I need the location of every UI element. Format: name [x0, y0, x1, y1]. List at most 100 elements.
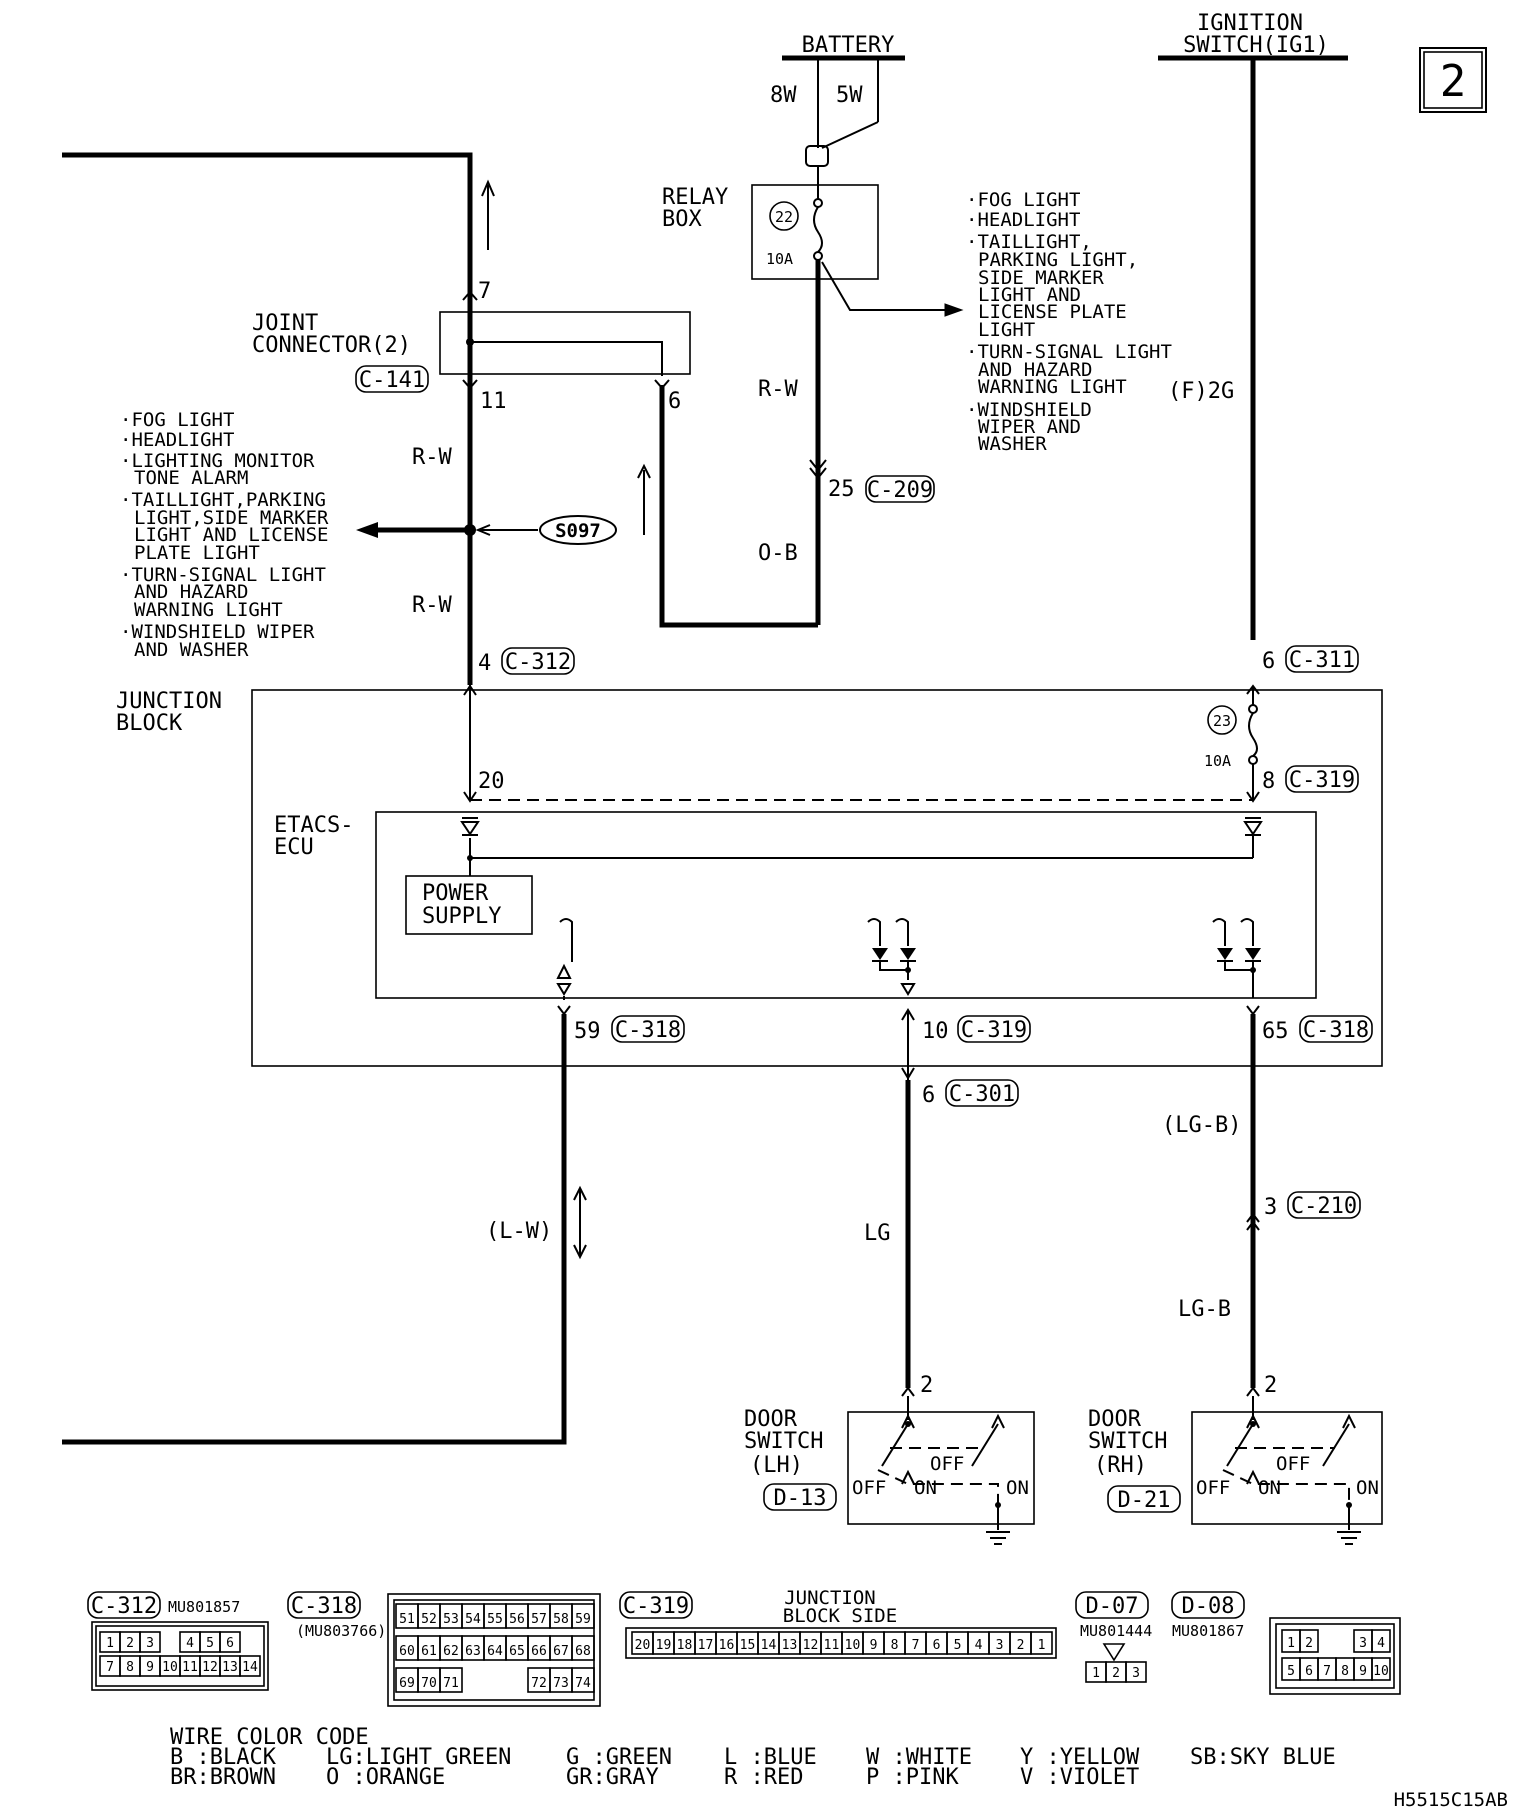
- connector-pin-label: 20: [635, 1638, 651, 1653]
- door-lh-code: D-13: [774, 1486, 827, 1511]
- connector-pin-label: 19: [656, 1638, 672, 1653]
- connector-pin-label: 8: [1341, 1664, 1349, 1679]
- connector-pin-label: 71: [443, 1676, 459, 1691]
- relay-load-item: ·TAILLIGHT,: [966, 231, 1092, 253]
- connector-pin-label: 58: [553, 1612, 569, 1627]
- connector-pin-label: 14: [761, 1638, 777, 1653]
- connector-pin-label: 5: [206, 1636, 214, 1651]
- door-lh-on2: ON: [1006, 1477, 1029, 1499]
- connector-pin-cell: [1030, 1631, 1053, 1655]
- c318-part: (MU803766): [296, 1622, 386, 1640]
- connector-pin-label: 60: [399, 1644, 415, 1659]
- color-code-item: Y :YELLOW: [1020, 1745, 1140, 1770]
- joint-pin-6: 6: [668, 389, 681, 414]
- color-code-item: B :BLACK: [170, 1745, 277, 1770]
- etacs-ecu-box: [375, 811, 1317, 999]
- left-load-item: WARNING LIGHT: [134, 599, 283, 621]
- connector-pin-label: 3: [1132, 1666, 1140, 1681]
- door-rh-on1: ON: [1258, 1477, 1281, 1499]
- relay-loads-arrow: [944, 303, 964, 317]
- c210-pin: 3: [1264, 1195, 1277, 1220]
- left-load-item: ·HEADLIGHT: [120, 429, 234, 451]
- door-lh-off1: OFF: [852, 1477, 886, 1499]
- c318-pin-59: 59: [574, 1019, 601, 1044]
- connector-pin-label: 7: [106, 1660, 114, 1675]
- connector-pin-label: 2: [126, 1636, 134, 1651]
- battery-label: BATTERY: [802, 33, 895, 58]
- door-rh-label-2: SWITCH: [1088, 1429, 1167, 1454]
- connector-pin-label: 55: [487, 1612, 503, 1627]
- connector-pin-label: 9: [1359, 1664, 1367, 1679]
- relay-wire-rw: R-W: [758, 377, 798, 402]
- connector-pin-label: 14: [242, 1660, 258, 1675]
- wire-lgb: LG-B: [1178, 1297, 1231, 1322]
- connector-pin-label: 12: [202, 1660, 218, 1675]
- connector-pin-label: 9: [870, 1638, 878, 1653]
- door-lh-pin: 2: [920, 1373, 933, 1398]
- door-lh-label-3: (LH): [750, 1453, 803, 1478]
- outer-loop-wire-top: [62, 152, 473, 310]
- connector-pin-label: 59: [575, 1612, 591, 1627]
- outer-loop-wire-bottom: [62, 1014, 567, 1445]
- d07-view-code: D-07: [1086, 1594, 1139, 1619]
- relay-load-item: LICENSE PLATE: [978, 301, 1127, 323]
- connector-pin-label: 1: [1287, 1636, 1295, 1651]
- door-lh-off2: OFF: [930, 1453, 964, 1475]
- relay-box: [751, 184, 879, 280]
- left-load-item: TONE ALARM: [134, 467, 248, 489]
- page-number-box: [1419, 47, 1487, 113]
- splice-tag: [539, 515, 617, 545]
- door-rh-label-1: DOOR: [1088, 1407, 1142, 1432]
- connector-pin-label: 1: [106, 1636, 114, 1651]
- connector-pin-label: 7: [1323, 1664, 1331, 1679]
- color-code-item: SB:SKY BLUE: [1190, 1745, 1336, 1770]
- door-rh-label-3: (RH): [1094, 1453, 1147, 1478]
- left-load-item: AND HAZARD: [134, 581, 248, 603]
- wire-lg: LG: [864, 1221, 891, 1246]
- connector-pin-label: 10: [162, 1660, 178, 1675]
- d07-part: MU801444: [1080, 1622, 1152, 1640]
- door-rh-on2: ON: [1356, 1477, 1379, 1499]
- left-load-item: PLATE LIGHT: [134, 542, 260, 564]
- relay-load-item: LIGHT AND: [978, 284, 1081, 306]
- connector-pin-label: 10: [1373, 1664, 1389, 1679]
- relay-load-item: WIPER AND: [978, 416, 1081, 438]
- color-code-item: BR:BROWN: [170, 1765, 276, 1790]
- connector-pin-label: 1: [1038, 1638, 1046, 1653]
- relay-load-item: LIGHT: [978, 319, 1035, 341]
- connector-pin-label: 4: [186, 1636, 194, 1651]
- connector-pin-cell: [1371, 1629, 1391, 1653]
- color-code-item: LG:LIGHT GREEN: [326, 1745, 511, 1770]
- relay-fuse-number: 22: [775, 208, 793, 226]
- connector-pin-label: 54: [465, 1612, 481, 1627]
- c312-pin: 4: [478, 651, 491, 676]
- power-supply-box: [405, 875, 533, 935]
- connector-pin-cell: [239, 1655, 261, 1677]
- connector-pin-label: 74: [575, 1676, 591, 1691]
- connector-pin-cell: [439, 1667, 463, 1693]
- jb-fuse-rating: 10A: [1204, 752, 1231, 770]
- door-rh-pin: 2: [1264, 1373, 1277, 1398]
- wire-color-code: WIRE COLOR CODE B :BLACK LG:LIGHT GREEN …: [170, 1725, 1336, 1790]
- junction-block-label-1: JUNCTION: [116, 689, 222, 714]
- c319-pin-10: 10: [922, 1019, 949, 1044]
- connector-pin-label: 15: [740, 1638, 756, 1653]
- connector-pin-label: 1: [1092, 1666, 1100, 1681]
- connector-pin-label: 8: [126, 1660, 134, 1675]
- connector-pin-label: 5: [1287, 1664, 1295, 1679]
- etacs-input-10: [867, 918, 916, 996]
- connector-pin-cell: [1371, 1657, 1391, 1681]
- door-lh-on1: ON: [914, 1477, 937, 1499]
- connector-pin-label: 4: [975, 1638, 983, 1653]
- color-code-item: V :VIOLET: [1020, 1765, 1139, 1790]
- splice-id: S097: [555, 520, 601, 542]
- door-rh-code: D-21: [1118, 1488, 1171, 1513]
- connector-pin-label: 2: [1305, 1636, 1313, 1651]
- connector-pin-label: 10: [845, 1638, 861, 1653]
- ignition-label-1: IGNITION: [1197, 11, 1303, 36]
- c318-code-65: C-318: [1303, 1018, 1369, 1043]
- connector-pin-label: 56: [509, 1612, 525, 1627]
- connector-pin-label: 67: [553, 1644, 569, 1659]
